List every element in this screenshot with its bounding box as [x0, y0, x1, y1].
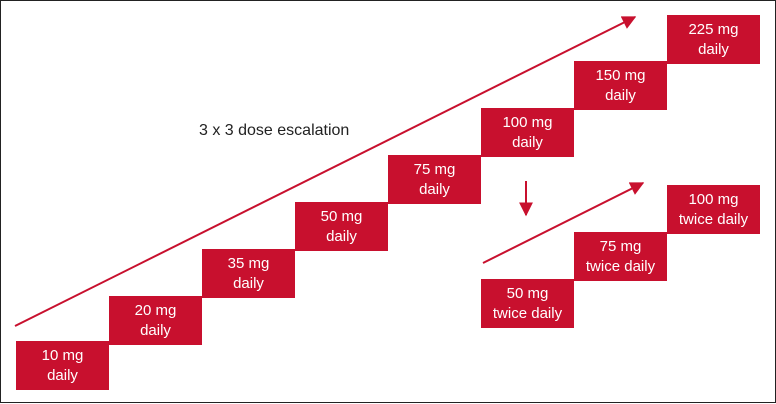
step-schedule: daily	[605, 86, 636, 104]
step-dose: 10 mg	[41, 346, 84, 364]
step-schedule: twice daily	[585, 257, 656, 275]
twice-daily-step-50mg: 50 mg twice daily	[481, 279, 574, 328]
daily-step-150mg: 150 mg daily	[574, 61, 667, 110]
daily-step-75mg: 75 mg daily	[388, 155, 481, 204]
step-dose: 20 mg	[134, 301, 177, 319]
step-schedule: twice daily	[492, 304, 563, 322]
step-dose: 150 mg	[595, 66, 646, 84]
twice-daily-step-75mg: 75 mg twice daily	[574, 232, 667, 281]
escalation-trend-arrow	[14, 16, 637, 327]
daily-step-50mg: 50 mg daily	[295, 202, 388, 251]
twice-daily-step-100mg: 100 mg twice daily	[667, 185, 760, 234]
step-schedule: daily	[512, 133, 543, 151]
step-dose: 75 mg	[413, 160, 456, 178]
step-dose: 50 mg	[320, 207, 363, 225]
step-schedule: daily	[140, 321, 171, 339]
daily-step-100mg: 100 mg daily	[481, 108, 574, 157]
twice-daily-trend-arrow	[482, 182, 645, 264]
step-dose: 100 mg	[688, 190, 739, 208]
step-schedule: daily	[47, 366, 78, 384]
escalation-caption: 3 x 3 dose escalation	[199, 122, 350, 139]
step-schedule: daily	[419, 180, 450, 198]
step-schedule: daily	[698, 40, 729, 58]
daily-step-225mg: 225 mg daily	[667, 15, 760, 64]
step-dose: 100 mg	[502, 113, 553, 131]
step-dose: 50 mg	[506, 284, 549, 302]
step-dose: 225 mg	[688, 20, 739, 38]
step-dose: 75 mg	[599, 237, 642, 255]
step-schedule: twice daily	[678, 210, 749, 228]
step-dose: 35 mg	[227, 254, 270, 272]
step-schedule: daily	[233, 274, 264, 292]
daily-step-20mg: 20 mg daily	[109, 296, 202, 345]
daily-step-10mg: 10 mg daily	[16, 341, 109, 390]
daily-step-35mg: 35 mg daily	[202, 249, 295, 298]
step-schedule: daily	[326, 227, 357, 245]
